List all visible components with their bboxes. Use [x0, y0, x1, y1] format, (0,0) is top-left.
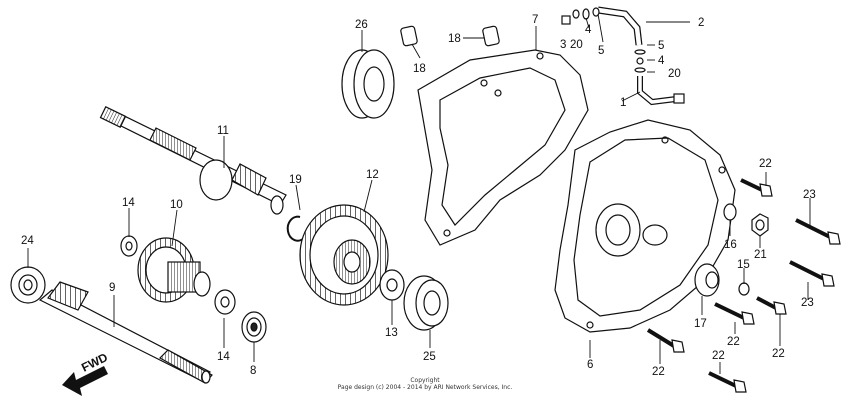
gasket-part-7 — [417, 49, 589, 246]
main-shaft-part-11 — [99, 105, 287, 215]
callout-3: 3 — [560, 39, 566, 51]
callout-20-lower: 20 — [668, 68, 681, 80]
callout-22-d: 22 — [772, 348, 785, 360]
copyright-line-1: Copyright — [410, 377, 440, 384]
callout-22-c: 22 — [727, 336, 740, 348]
copyright-notice: Copyright Page design (c) 2004 - 2014 by… — [0, 377, 850, 391]
callout-22-b: 22 — [652, 366, 665, 378]
callout-5-left: 5 — [598, 45, 604, 57]
callout-15: 15 — [737, 259, 750, 271]
leader-lines — [27, 13, 811, 374]
transmission-cover-part-6 — [554, 119, 736, 333]
callout-9: 9 — [109, 282, 115, 294]
callout-4-lower: 4 — [658, 55, 665, 67]
callout-20-upper: 20 — [570, 39, 583, 51]
callout-23-upper: 23 — [803, 189, 816, 201]
callout-14-lower: 14 — [217, 351, 230, 363]
callout-24: 24 — [21, 235, 34, 247]
callout-7: 7 — [532, 14, 538, 26]
callout-12: 12 — [366, 169, 379, 181]
callout-21: 21 — [754, 249, 767, 261]
callout-16: 16 — [724, 239, 737, 251]
callout-18-left: 18 — [448, 33, 461, 45]
callout-1: 1 — [620, 97, 626, 109]
bearing-part-24 — [10, 266, 46, 304]
output-shaft-part-9 — [38, 281, 213, 384]
callout-11: 11 — [217, 125, 229, 137]
breather-joint-part-1 — [637, 76, 685, 106]
callout-18-right: 18 — [413, 63, 426, 75]
dowel-pin-part-18-left — [400, 25, 418, 47]
washer-part-16 — [723, 203, 737, 221]
callout-14-upper: 14 — [122, 197, 135, 209]
callout-10: 10 — [170, 199, 183, 211]
bolts-parts-22-23 — [646, 178, 841, 393]
callout-2: 2 — [698, 17, 704, 29]
callout-19: 19 — [289, 174, 302, 186]
callout-6: 6 — [587, 359, 593, 371]
bearing-part-25 — [403, 275, 449, 331]
copyright-line-2: Page design (c) 2004 - 2014 by ARI Netwo… — [337, 384, 513, 391]
callout-4-upper: 4 — [585, 24, 592, 36]
fwd-arrow-icon — [62, 366, 108, 396]
callout-17: 17 — [694, 318, 707, 330]
callout-5-right: 5 — [658, 40, 664, 52]
callout-13: 13 — [385, 327, 398, 339]
dowel-pin-part-18-right — [482, 25, 500, 47]
large-gear-part-12 — [299, 204, 389, 306]
callout-25: 25 — [423, 351, 436, 363]
oil-seal-part-8 — [241, 311, 267, 343]
callout-22-e: 22 — [712, 350, 725, 362]
washer-part-15 — [738, 282, 750, 296]
drain-plug-part-21 — [751, 213, 769, 237]
breather-tube-part-2 — [597, 6, 643, 46]
gear-part-10 — [137, 237, 211, 303]
bearing-part-26 — [341, 49, 395, 119]
callout-22-a: 22 — [759, 158, 772, 170]
circlip-part-19 — [286, 215, 305, 242]
callout-labels: 1 2 3 4 4 5 5 6 7 8 9 10 11 12 13 14 14 … — [21, 14, 816, 378]
callout-8: 8 — [250, 365, 256, 377]
callout-23-lower: 23 — [801, 297, 814, 309]
callout-26: 26 — [355, 19, 368, 31]
